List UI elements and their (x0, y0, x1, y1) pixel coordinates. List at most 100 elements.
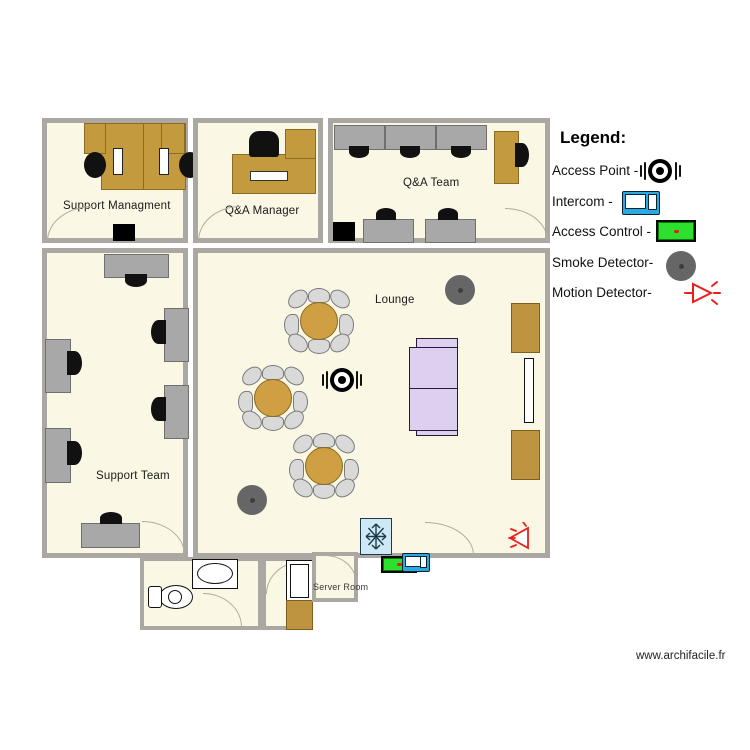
toilet-tank[interactable] (148, 586, 162, 608)
room-label-lounge: Lounge (375, 294, 415, 306)
legend-row-access-point: Access Point - (552, 163, 638, 178)
motion-detector-icon (508, 521, 529, 550)
table-lounge-2[interactable] (254, 379, 292, 417)
table-group-lounge-2[interactable] (238, 362, 308, 434)
intercom-lounge[interactable] (402, 553, 430, 572)
desk-support-team-2[interactable] (164, 308, 189, 362)
chair-lounge-2b[interactable] (262, 416, 284, 431)
desk-qa-team-2[interactable] (385, 125, 436, 150)
chair-support-team-3[interactable] (151, 397, 166, 421)
ap-wave-right-1 (356, 371, 358, 389)
legend-title: Legend: (560, 128, 627, 147)
legend-icon-access-control (656, 220, 696, 242)
chair-lounge-3a[interactable] (313, 433, 335, 448)
chair-support-team-6[interactable] (100, 512, 122, 524)
chair-qa-team-6[interactable] (438, 208, 458, 220)
smoke-detector-lounge-top[interactable] (445, 275, 475, 305)
room-label-server: Server Room (313, 582, 369, 592)
legend-label-motion-detector: Motion Detector- (552, 285, 652, 300)
ap-wave-left-2 (326, 371, 328, 389)
chair-lounge-3b[interactable] (313, 484, 335, 499)
legend-ap-wave-right-1 (675, 162, 677, 180)
table-lounge-3[interactable] (305, 447, 343, 485)
chair-lounge-1a[interactable] (308, 288, 330, 303)
legend-access-control-body (658, 222, 694, 240)
chair-qa-team-3[interactable] (451, 146, 471, 158)
legend-ap-wave-right-2 (679, 165, 681, 177)
intercom-buttons (420, 556, 427, 568)
room-label-qa-team: Q&A Team (403, 177, 460, 189)
desk-qa-manager-return[interactable] (285, 129, 316, 159)
legend-ap-wave-left-2 (644, 162, 646, 180)
chair-support-team-1[interactable] (125, 274, 147, 287)
chair-qa-team-5[interactable] (376, 208, 396, 220)
storage-cabinet-inner (290, 564, 309, 598)
snowflake-icon (365, 523, 387, 550)
legend-icon-intercom (622, 191, 660, 215)
legend-ap-ring (648, 159, 672, 183)
desk-qa-team-3[interactable] (436, 125, 487, 150)
chair-qa-team-1[interactable] (349, 146, 369, 158)
cabinet-support-mgmt[interactable] (113, 224, 135, 241)
legend-label-access-control: Access Control - (552, 224, 652, 239)
legend-intercom-buttons (648, 194, 657, 210)
chair-support-team-4[interactable] (67, 351, 82, 375)
watermark-link[interactable]: www.archifacile.fr (636, 650, 726, 662)
legend-ap-wave-left-1 (640, 165, 642, 177)
desk-qa-team-6[interactable] (425, 219, 476, 243)
keyboard-qa-manager (250, 171, 288, 181)
legend-motion-detector-icon (684, 281, 721, 305)
desk-support-team-4[interactable] (45, 339, 71, 393)
chair-support-team-5[interactable] (67, 441, 82, 465)
desk-qa-team-5[interactable] (363, 219, 414, 243)
chair-support-team-2[interactable] (151, 320, 166, 344)
ap-wave-right-2 (360, 374, 362, 386)
legend-icon-smoke-detector (666, 251, 696, 281)
legend-label-intercom: Intercom - (552, 194, 613, 209)
legend-label-access-point: Access Point - (552, 163, 639, 178)
desk-support-team-5[interactable] (45, 428, 71, 483)
legend-label-smoke-detector: Smoke Detector- (552, 255, 654, 270)
legend-panel: Legend: (560, 128, 750, 303)
table-lounge-1[interactable] (300, 302, 338, 340)
legend-row-access-control: Access Control - (552, 224, 651, 239)
chair-lounge-2a[interactable] (262, 365, 284, 380)
chair-qa-manager[interactable] (249, 131, 279, 157)
monitor-support-mgmt-left (113, 148, 123, 175)
storage-wood-block[interactable] (286, 600, 313, 630)
ap-ring (330, 368, 354, 392)
toilet-seat-inner (168, 590, 182, 604)
legend-icon-access-point (640, 159, 682, 183)
legend-icon-motion-detector (681, 278, 721, 308)
chair-qa-team-2[interactable] (400, 146, 420, 158)
room-label-support-team: Support Team (96, 470, 170, 482)
sofa-lounge-seat-bottom[interactable] (409, 388, 458, 431)
cabinet-qa-team[interactable] (333, 222, 355, 241)
sofa-lounge-seat-top[interactable] (409, 347, 458, 390)
chair-support-mgmt-left[interactable] (84, 152, 106, 178)
smoke-detector-lounge-bottom[interactable] (237, 485, 267, 515)
chair-lounge-1b[interactable] (308, 339, 330, 354)
ap-wave-left-1 (322, 374, 324, 386)
desk-support-team-6[interactable] (81, 523, 140, 548)
access-point-lounge[interactable] (322, 368, 362, 392)
room-label-qa-manager: Q&A Manager (225, 205, 300, 217)
monitor-support-mgmt-right (159, 148, 169, 175)
cabinet-lounge-top[interactable] (511, 303, 540, 353)
legend-row-intercom: Intercom - (552, 194, 613, 209)
legend-row-smoke-detector: Smoke Detector- (552, 255, 653, 270)
motion-detector-lounge[interactable] (502, 521, 540, 552)
table-group-lounge-3[interactable] (289, 430, 359, 502)
toilet-bowl[interactable] (159, 585, 193, 609)
legend-row-motion-detector: Motion Detector- (552, 285, 652, 300)
desk-support-team-3[interactable] (164, 385, 189, 439)
intercom-screen (405, 556, 421, 567)
legend-intercom-screen (625, 194, 646, 209)
air-conditioner-lounge[interactable] (360, 518, 392, 555)
sink-basin (197, 563, 233, 584)
cabinet-lounge-bottom[interactable] (511, 430, 540, 480)
table-group-lounge-1[interactable] (284, 285, 354, 357)
chair-qa-team-4[interactable] (515, 143, 529, 167)
desk-support-mgmt-left-wing[interactable] (84, 123, 106, 154)
